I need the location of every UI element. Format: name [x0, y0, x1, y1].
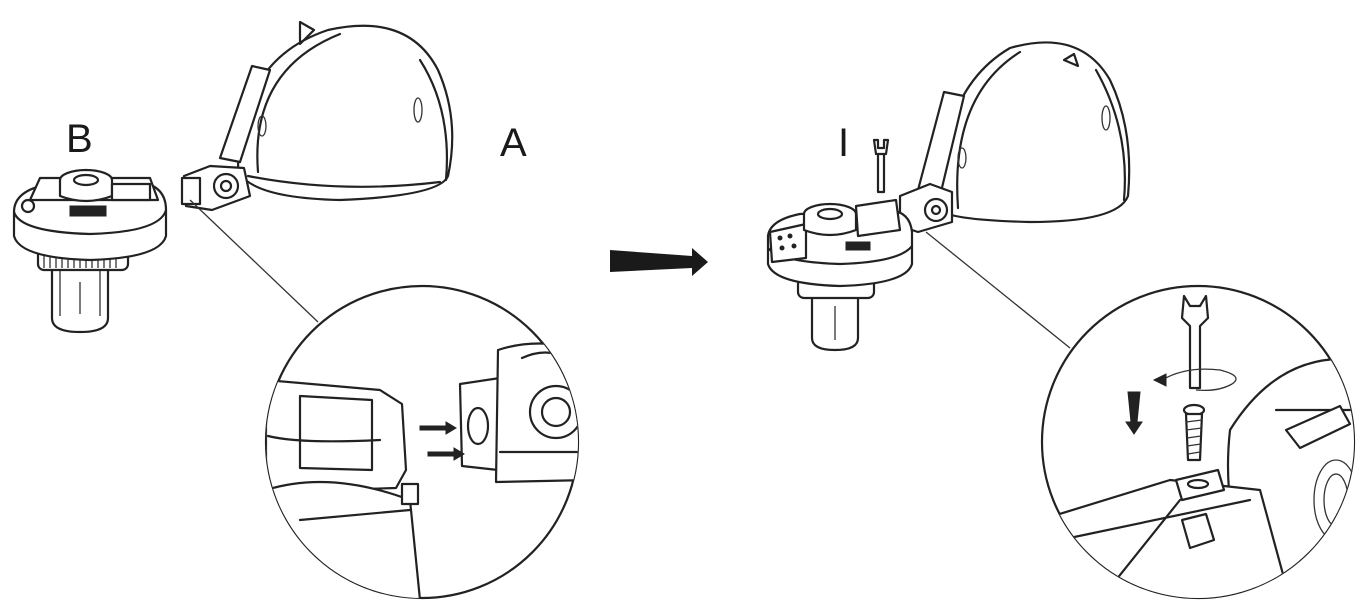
- wrench-icon: [1180, 294, 1210, 390]
- steamer-body-b: [12, 168, 168, 334]
- arrow-down-icon: [1125, 391, 1143, 435]
- arrow-right-icon: [610, 248, 708, 276]
- wrench-icon: [876, 148, 886, 194]
- detail-circle-right: [1040, 284, 1356, 600]
- leader-line-left: [189, 199, 319, 323]
- assembled-unit: [766, 41, 1131, 352]
- label-part-a: A: [500, 121, 527, 165]
- hood-a: [180, 20, 454, 212]
- arrow-right-icon: [419, 421, 457, 435]
- leader-line-right: [925, 231, 1071, 349]
- rotation-arrow-icon: [1152, 368, 1237, 392]
- arrow-right-icon: [427, 447, 465, 461]
- label-part-b: B: [66, 117, 93, 161]
- detail-circle-left: [264, 284, 580, 600]
- screw-icon: [1182, 403, 1206, 462]
- label-step-1: I: [838, 121, 849, 165]
